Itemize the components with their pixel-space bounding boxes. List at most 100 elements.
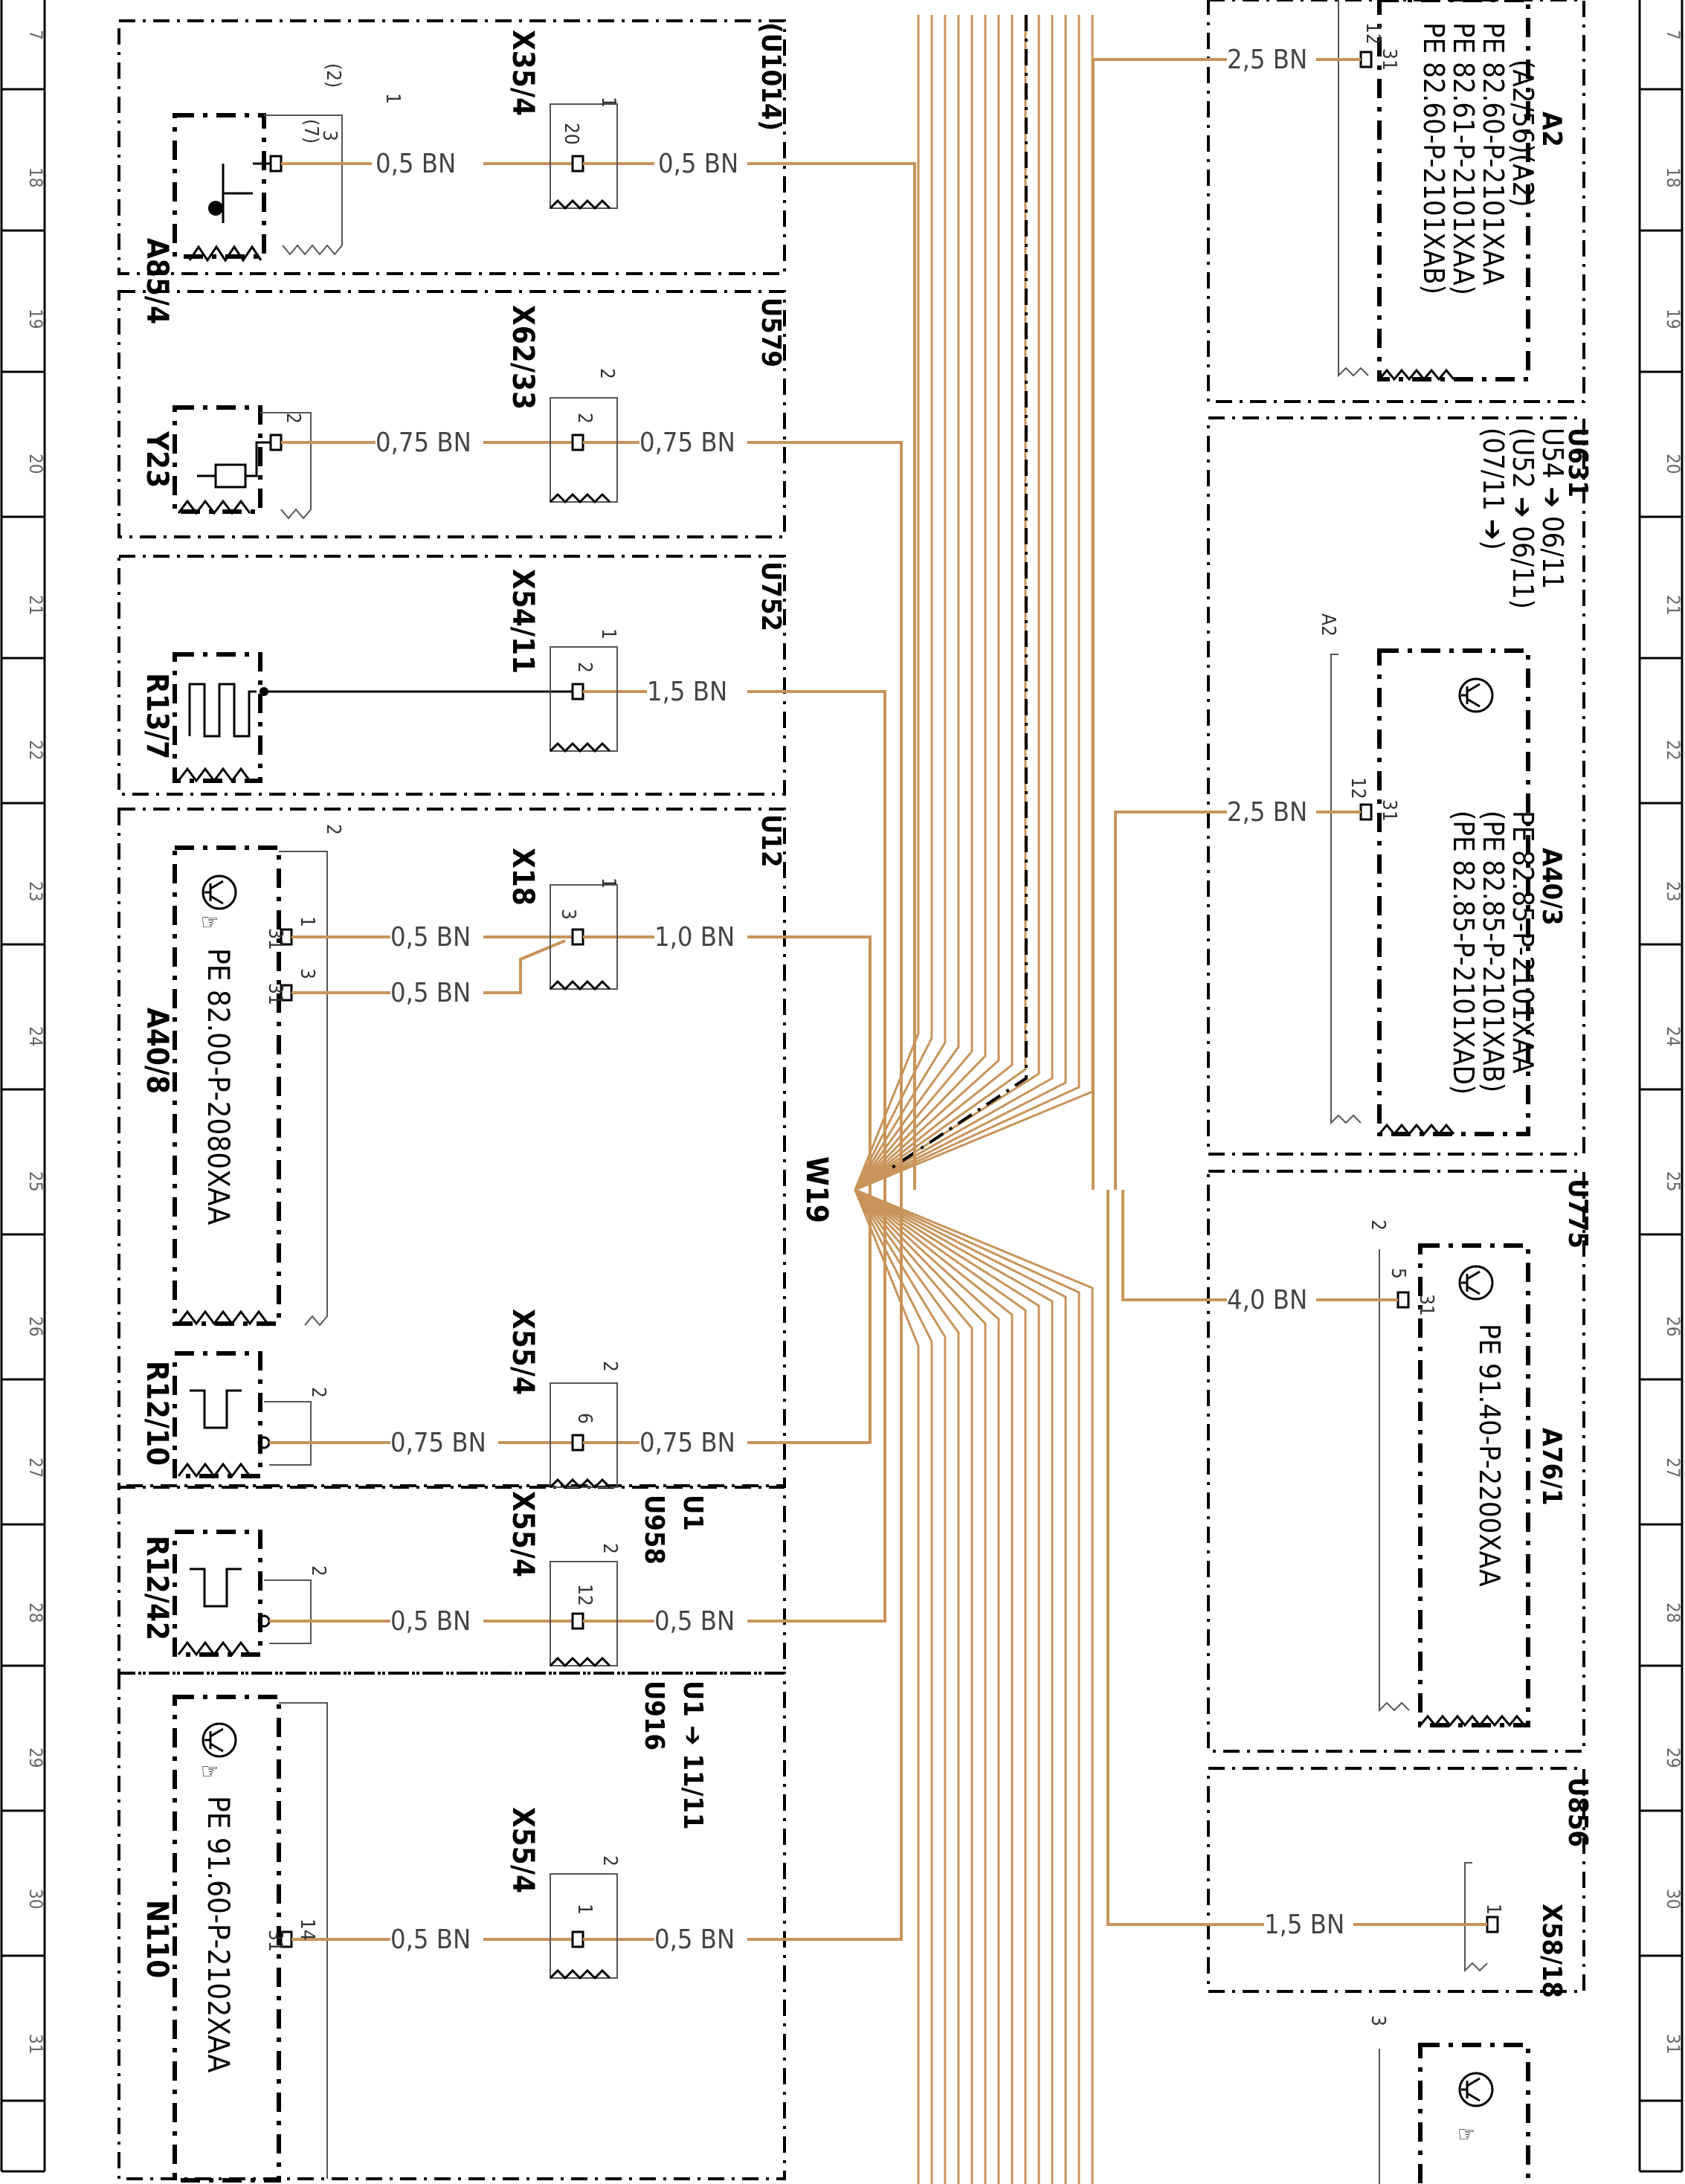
harness-wire [854, 1188, 1000, 2184]
component-ref: PE 82.00-P-2080XAA [201, 948, 235, 1225]
component-a40-3: A40/3 [1536, 848, 1567, 926]
pin-label: (7) [300, 119, 322, 144]
ruler-number: 20 [1663, 454, 1684, 474]
wire-label: 0,5 BN [390, 1924, 471, 1955]
pin-label: 2 [307, 1387, 329, 1398]
harness-wire [854, 15, 960, 1191]
pin-label: 31 [264, 1930, 286, 1952]
wire-label: 0,75 BN [390, 1428, 486, 1458]
ruler-number: 26 [25, 1316, 46, 1336]
pin-label: (2) [322, 63, 344, 88]
group-u12: ☞ PE 82.00-P-2080XAA A40/8 2 31 1 31 3 0… [140, 814, 872, 1327]
group-sub-code: (07/11 ➔) [1477, 428, 1510, 550]
ruler-number: 30 [1663, 1889, 1684, 1909]
group-u856: 1,5 BN 1 U856 X58/18 [1106, 1190, 1593, 1998]
connector-x35-4: X35/4 [506, 30, 540, 116]
pin-label: 3 [318, 130, 341, 141]
harness-wire [854, 1189, 920, 2184]
hand-icon: ☞ [201, 909, 219, 935]
wire-label: 0,5 BN [658, 149, 738, 179]
pin-label: 1 [573, 1904, 596, 1915]
hand-icon: ☞ [1457, 2122, 1475, 2148]
group-r12-10: R12/10 2 0,75 BN 0,75 BN X55/4 2 6 [140, 1190, 872, 1489]
hand-icon: ☞ [201, 1759, 219, 1785]
component-a76-1: A76/1 [1536, 1428, 1567, 1506]
component-y23: Y23 [140, 431, 174, 488]
component-ref: PE 91.60-P-2102XAA [201, 1796, 235, 2073]
group-code: U1 ➔ 11/11 [677, 1681, 708, 1829]
group-sub-code: (A2/56)(A2) [1507, 59, 1539, 207]
group-a2: 2,5 BN 12 31 A2 (A2/56)(A2) PE 82.60-P-2… [1092, 0, 1567, 1190]
connector-x18: X18 [506, 848, 540, 906]
pin-label: 2 [282, 413, 304, 424]
pin-label: 2 [1367, 1220, 1389, 1231]
wire-label: 1,5 BN [647, 677, 727, 707]
group-code: U752 [755, 561, 786, 631]
transistor-icon [1458, 1265, 1494, 1301]
pin-label: 2 [599, 1543, 621, 1554]
group-code: (U1014) [755, 22, 786, 131]
wire-label: 0,5 BN [654, 1924, 735, 1955]
pin-label: 31 [264, 928, 286, 950]
ruler-number: 22 [1663, 740, 1684, 760]
wire-label: 0,5 BN [390, 1606, 471, 1637]
parent-ref: A2 [1317, 613, 1339, 637]
ruler-number: 20 [25, 454, 46, 474]
component-n110: N110 [140, 1900, 174, 1978]
group-sub-code: (U52 ➔ 06/11) [1507, 428, 1539, 609]
harness-label: W19 [799, 1156, 834, 1223]
group-u775: 4,0 BN 2 5 31 U775 A76/1 PE 91.40-P-2200… [1121, 1179, 1593, 1727]
doc-ref: PE 82.60-P-2101XAB) [1417, 22, 1450, 294]
ruler-number: 7 [1663, 30, 1684, 40]
pin-label: 1 [597, 877, 619, 889]
ruler-number: 21 [25, 595, 46, 615]
ruler-number: 29 [25, 1747, 46, 1768]
group-code: U775 [1562, 1179, 1593, 1249]
ruler-number: 19 [25, 309, 46, 329]
harness-wire [854, 1189, 933, 2184]
harness-wire [854, 15, 920, 1191]
harness-wire [854, 15, 1027, 1191]
pin-label: 12 [573, 1584, 596, 1606]
pin-label: 20 [560, 123, 582, 145]
pin-label: 3 [557, 909, 579, 920]
pin-label: 3 [296, 968, 318, 979]
harness-wire [854, 1188, 1027, 2184]
component-a85-4: A85/4 [140, 238, 174, 324]
group-partial: ☞ 3 [1367, 2015, 1530, 2184]
pin-label: 31 [264, 983, 286, 1005]
transistor-icon [202, 874, 237, 910]
connector-x54-11: X54/11 [506, 569, 540, 674]
connector-x55-4: X55/4 [506, 1491, 540, 1577]
group-u579: Y23 2 0,75 BN 0,75 BN X62/33 2 2 U579 [140, 297, 903, 1190]
wire-label: 4,0 BN [1227, 1285, 1307, 1315]
harness-wire [854, 1188, 1067, 2184]
harness-wire [854, 15, 973, 1191]
wire-label: 0,5 BN [376, 149, 456, 179]
pin-label: 1 [296, 916, 318, 927]
ruler-number: 22 [25, 740, 46, 760]
ruler-number: 21 [1663, 595, 1684, 615]
ruler-number: 31 [1663, 2034, 1684, 2054]
right-group-boxes [1207, 0, 1585, 1993]
component-r12-10: R12/10 [140, 1361, 174, 1466]
ruler-number: 31 [25, 2034, 46, 2054]
doc-ref: (PE 82.85-P-2101XAB) [1477, 811, 1510, 1092]
ruler-number: 27 [1663, 1457, 1684, 1478]
component-x58-18: X58/18 [1536, 1904, 1567, 1998]
group-code: U12 [755, 814, 786, 867]
group-u916: ☞ PE 91.60-P-2102XAA N110 31 14 0,5 BN 0… [140, 1190, 903, 2183]
ruler-number: 7 [25, 30, 46, 40]
pin-label: 2 [322, 824, 344, 835]
doc-ref: PE 91.40-P-2200XAA [1473, 1324, 1506, 1587]
harness-wire [854, 15, 1000, 1191]
doc-ref: PE 82.60-P-2101XAA [1477, 22, 1510, 286]
left-group-boxes [117, 19, 786, 2180]
wire-label: 0,75 BN [639, 1428, 735, 1458]
harness-wire [854, 1189, 960, 2184]
group-sub-code: U54 ➔ 06/11 [1536, 428, 1569, 589]
group-code: U631 [1562, 428, 1593, 497]
ruler-number: 18 [25, 167, 46, 187]
wire-label: 0,5 BN [654, 1606, 735, 1637]
